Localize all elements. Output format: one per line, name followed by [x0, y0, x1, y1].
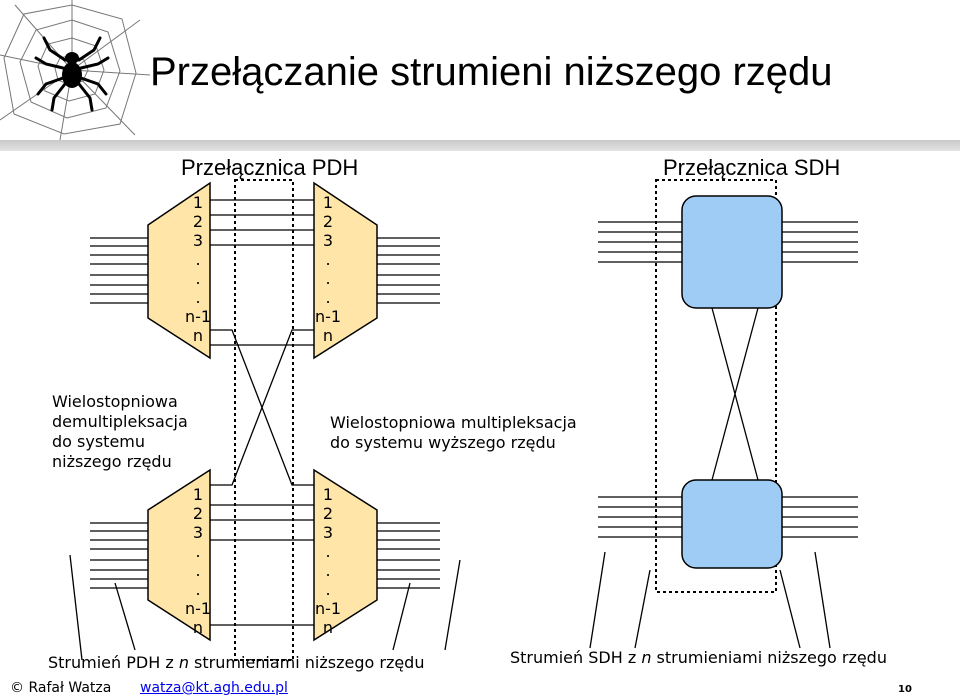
mux-line: do systemu wyższego rzędu [330, 433, 556, 452]
mux-line: Wielostopniowa multipleksacja [330, 413, 577, 432]
port-label: 1 [193, 193, 203, 212]
demux-line: do systemu [52, 432, 146, 451]
port-label: . [325, 580, 330, 599]
demux-description: Wielostopniowa demultipleksacja do syste… [52, 392, 188, 472]
port-label: . [195, 561, 200, 580]
port-label: n [323, 618, 333, 637]
port-label: n [193, 618, 203, 637]
pdh-switch-label: Przełącznica PDH [181, 155, 359, 180]
port-label: . [195, 542, 200, 561]
port-label: . [325, 250, 330, 269]
sdh-switch-block-top [681, 195, 783, 309]
caption-sdh-prefix: Strumień SDH z [510, 648, 642, 667]
port-label: 3 [323, 231, 333, 250]
port-labels-mux-top: 123...n-1n [315, 193, 341, 345]
port-label: n-1 [315, 307, 341, 326]
port-labels-mux-bottom: 123...n-1n [315, 485, 341, 637]
port-label: 3 [193, 231, 203, 250]
demux-line: Wielostopniowa [52, 392, 178, 411]
pdh-crossconnect-box [234, 179, 294, 661]
port-label: . [195, 250, 200, 269]
demux-line: demultipleksacja [52, 412, 188, 431]
port-labels-demux-bottom: 123...n-1n [185, 485, 211, 637]
port-label: . [325, 288, 330, 307]
page-number: 10 [898, 684, 912, 695]
caption-sdh-suffix: strumieniami niższego rzędu [651, 648, 887, 667]
caption-sdh: Strumień SDH z n strumieniami niższego r… [510, 648, 887, 667]
port-label: . [325, 542, 330, 561]
port-label: . [325, 561, 330, 580]
footer-author: © Rafał Watza [10, 680, 111, 696]
port-label: . [195, 269, 200, 288]
port-label: 2 [323, 212, 333, 231]
port-label: 3 [323, 523, 333, 542]
caption-sdh-n: n [641, 648, 652, 667]
port-label: 3 [193, 523, 203, 542]
caption-pdh-suffix: strumieniami niższego rzędu [188, 653, 425, 672]
slide-title: Przełączanie strumieni niższego rzędu [150, 50, 833, 94]
port-label: 1 [323, 485, 333, 504]
sdh-switch-box [655, 179, 777, 593]
sdh-switch-label: Przełącznica SDH [663, 155, 841, 180]
caption-pdh-n: n [178, 653, 189, 672]
demux-line: niższego rzędu [52, 452, 172, 471]
port-label: . [195, 580, 200, 599]
port-labels-demux-top: 123...n-1n [185, 193, 211, 345]
pdh-mux-bottom [313, 468, 378, 642]
port-label: 1 [323, 193, 333, 212]
pdh-mux-top [313, 181, 378, 360]
title-divider [0, 140, 960, 151]
port-label: n-1 [315, 599, 341, 618]
caption-pdh: Strumień PDH z n strumieniami niższego r… [48, 653, 424, 672]
port-label: n-1 [185, 307, 211, 326]
port-label: 2 [323, 504, 333, 523]
port-label: 1 [193, 485, 203, 504]
copyright-icon: © [10, 680, 24, 696]
port-label: . [325, 269, 330, 288]
spider-web-logo [0, 0, 150, 140]
port-label: n-1 [185, 599, 211, 618]
email-link[interactable]: watza@kt.agh.edu.pl [140, 680, 288, 696]
port-label: 2 [193, 212, 203, 231]
author-name: Rafał Watza [28, 680, 112, 696]
caption-pdh-prefix: Strumień PDH z [48, 653, 179, 672]
mux-description: Wielostopniowa multipleksacja do systemu… [330, 413, 577, 453]
pdh-demux-top [147, 181, 211, 360]
port-label: 2 [193, 504, 203, 523]
port-label: n [193, 326, 203, 345]
port-label: n [323, 326, 333, 345]
port-label: . [195, 288, 200, 307]
sdh-switch-block-bottom [681, 479, 783, 569]
